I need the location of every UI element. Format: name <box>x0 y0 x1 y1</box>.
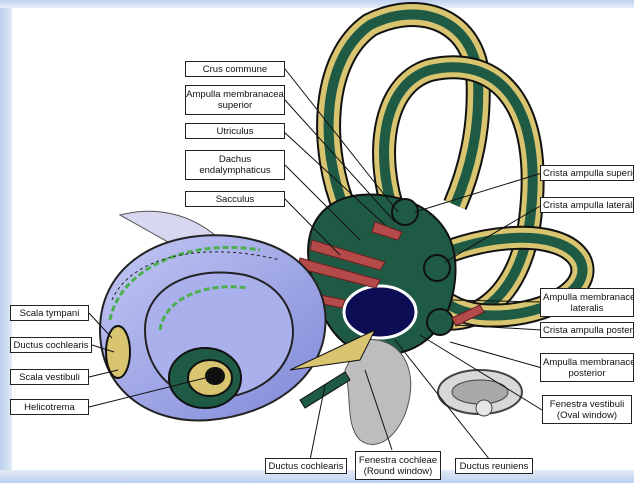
oval-window-region <box>344 286 416 338</box>
label-crista-ampulla-lateralis: Crista ampulla lateralis <box>540 197 634 213</box>
label-ductus-cochlearis-bottom: Ductus cochlearis <box>265 458 347 474</box>
label-ductus-reuniens: Ductus reuniens <box>455 458 533 474</box>
label-scala-tympani: Scala tympani <box>10 305 89 321</box>
label-crus-commune: Crus commune <box>185 61 285 77</box>
label-utriculus: Utriculus <box>185 123 285 139</box>
label-crista-ampulla-posterior: Crista ampulla posterior <box>540 322 634 338</box>
ampulla-posterior <box>427 309 453 335</box>
label-ampulla-membranacea-lateralis: Ampulla membranacea lateralis <box>540 288 634 317</box>
label-fenestra-vestibuli: Fenestra vestibuli (Oval window) <box>542 395 632 424</box>
label-crista-ampulla-superior: Crista ampulla superior <box>540 165 634 181</box>
label-sacculus: Sacculus <box>185 191 285 207</box>
ampulla-lateral <box>424 255 450 281</box>
label-helicotrema: Helicotrema <box>10 399 89 415</box>
label-ductus-cochlearis-left: Ductus cochlearis <box>10 337 92 353</box>
label-scala-vestibuli: Scala vestibuli <box>10 369 89 385</box>
label-dachus-endalymphaticus: Dachus endalymphaticus <box>185 150 285 180</box>
ampulla-superior <box>392 199 418 225</box>
label-ampulla-membranacea-superior: Ampulla membranacea superior <box>185 85 285 115</box>
label-ampulla-membranacea-posterior: Ampulla membranacea posterior <box>540 353 634 382</box>
label-fenestra-cochleae: Fenestra cochleae (Round window) <box>355 451 441 480</box>
